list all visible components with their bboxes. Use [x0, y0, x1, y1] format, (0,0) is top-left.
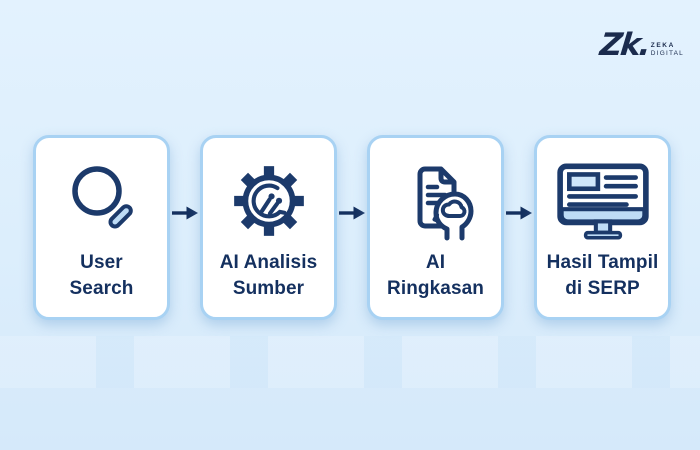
flow-step-user-search: User Search	[33, 135, 170, 320]
flow-arrow	[504, 205, 534, 221]
zeka-logo-wordmark: ZEKA DIGITAL	[651, 42, 684, 60]
flow-arrow	[170, 205, 200, 221]
document-brain-icon	[394, 152, 478, 250]
flow-step-hasil-serp: Hasil Tampil di SERP	[534, 135, 671, 320]
flow-step-ai-ringkasan: AI Ringkasan	[367, 135, 504, 320]
step-label: AI Analisis Sumber	[219, 252, 318, 299]
logo-word-digital: DIGITAL	[650, 50, 684, 57]
serp-monitor-icon	[554, 152, 652, 250]
zeka-digital-logo: Zk. ZEKA DIGITAL	[598, 27, 684, 63]
step-label: AI Ringkasan	[387, 252, 484, 299]
flow-step-ai-analisis-sumber: AI Analisis Sumber	[200, 135, 337, 320]
watermark-pattern	[0, 336, 700, 388]
zeka-logo-mark: Zk.	[598, 27, 651, 63]
flow-arrow	[337, 205, 367, 221]
gear-analysis-icon	[228, 152, 310, 250]
seo-ai-flow-diagram: User Search	[33, 135, 671, 320]
step-label: Hasil Tampil di SERP	[546, 252, 659, 299]
search-icon	[62, 152, 142, 250]
step-label: User Search	[69, 252, 134, 299]
logo-word-zeka: ZEKA	[650, 42, 675, 49]
